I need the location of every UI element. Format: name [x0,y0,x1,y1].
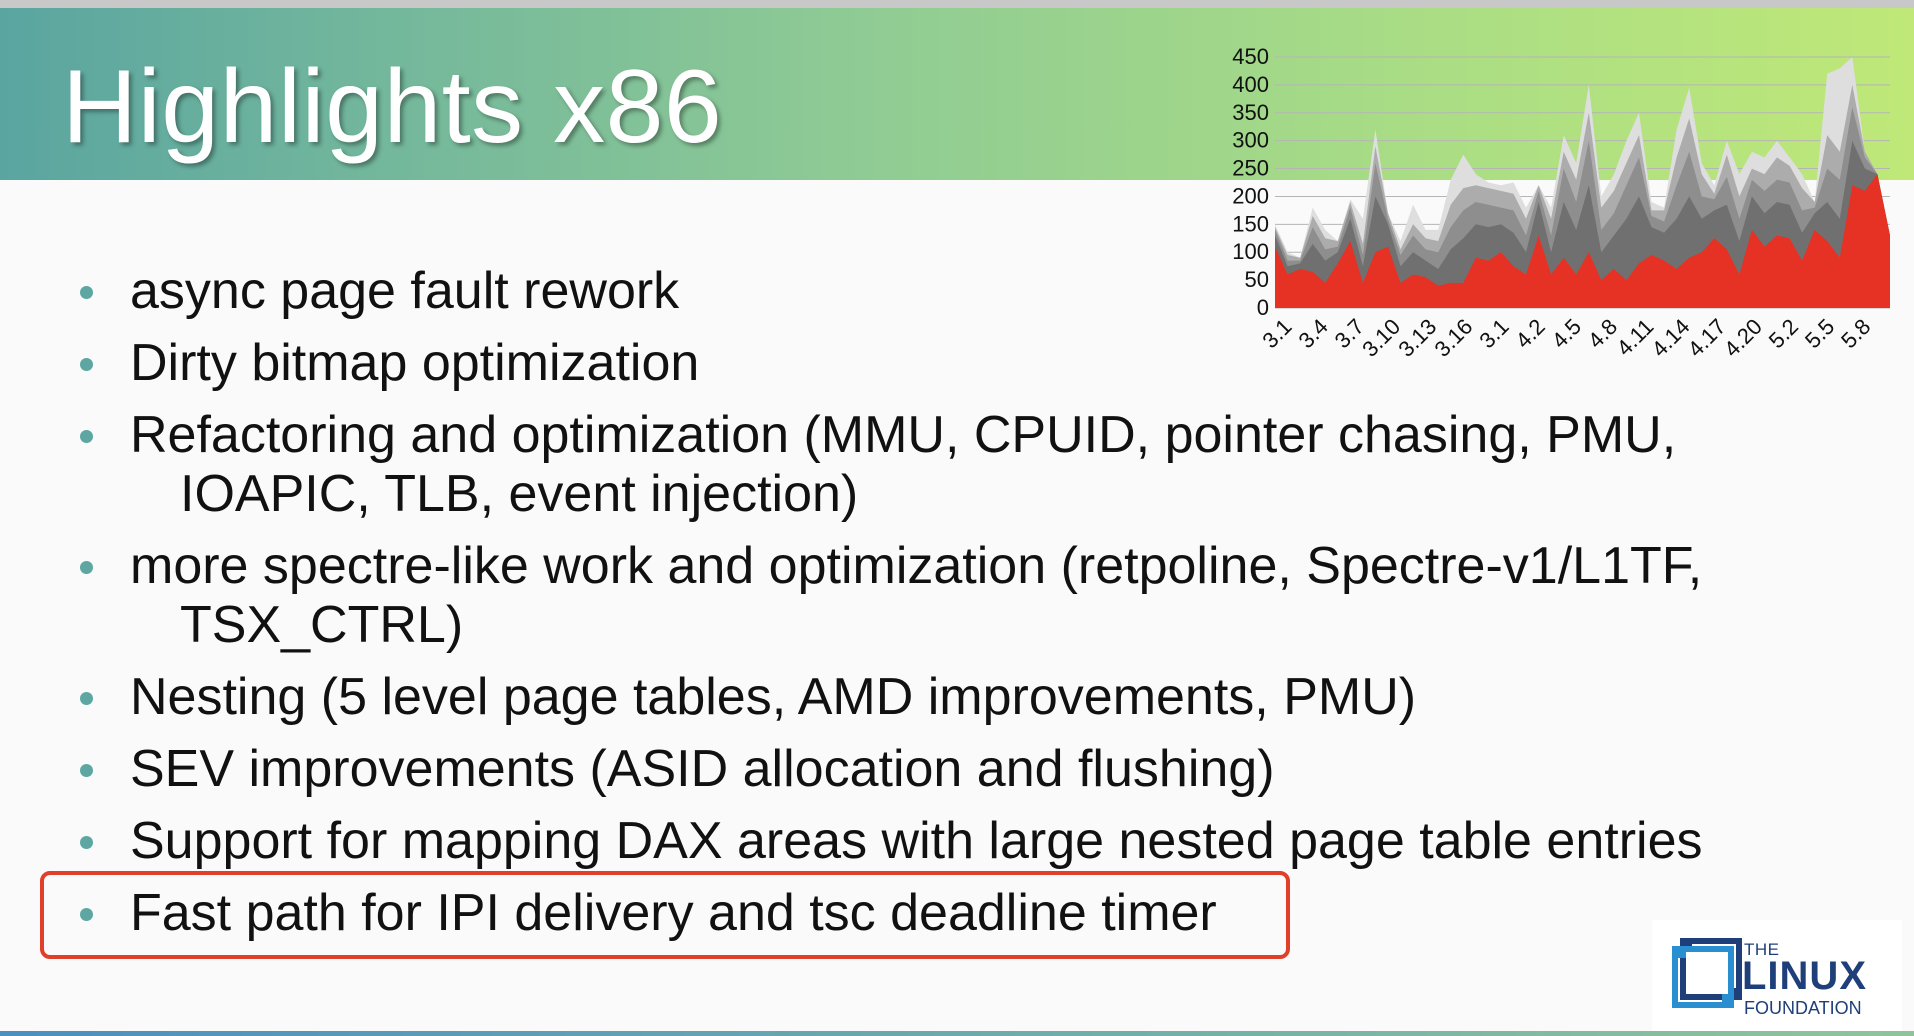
bullet-dot-icon [80,286,93,299]
chart-svg: 0501001502002503003504004503.13.43.73.10… [1232,44,1890,362]
linux-foundation-mark-icon [1672,938,1742,1008]
bullet-dot-icon [80,430,93,443]
bullet-text: Fast path for IPI delivery and tsc deadl… [130,884,1217,942]
title-banner: Highlights x86 [0,8,1914,180]
y-tick-label: 0 [1257,295,1269,320]
bullet-item: SEV improvements (ASID allocation and fl… [70,740,1770,799]
bullet-text: Support for mapping DAX areas with large… [130,812,1703,870]
y-tick-label: 200 [1232,183,1269,208]
y-tick-label: 400 [1232,72,1269,97]
logo-line-1: THE [1744,940,1780,959]
bullet-text: Dirty bitmap optimization [130,334,700,392]
bullet-item: Nesting (5 level page tables, AMD improv… [70,668,1770,727]
x-tick-label: 5.5 [1800,314,1839,353]
bullet-text: async page fault rework [130,262,680,320]
highlight-box [40,871,1290,959]
bullet-dot-icon [80,908,93,921]
bullet-item: Refactoring and optimization (MMU, CPUID… [70,406,1770,524]
bullet-dot-icon [80,836,93,849]
bullet-text-continuation: IOAPIC, TLB, event injection) [180,465,859,523]
y-tick-label: 300 [1232,128,1269,153]
area-layer-2 [1275,140,1890,308]
bullet-item-highlighted: Fast path for IPI delivery and tsc deadl… [70,884,1770,943]
bullet-text: Refactoring and optimization (MMU, CPUID… [130,406,1677,464]
bottom-border [0,1031,1914,1036]
bullet-text: SEV improvements (ASID allocation and fl… [130,740,1275,798]
x-tick-label: 5.8 [1836,314,1875,353]
bullet-dot-icon [80,561,93,574]
y-tick-label: 450 [1232,44,1269,69]
bullet-item: Dirty bitmap optimization [70,334,1770,393]
bullet-dot-icon [80,764,93,777]
bullet-text: more spectre-like work and optimization … [130,537,1703,595]
bullet-text-continuation: TSX_CTRL) [180,596,464,654]
linux-foundation-logo: THE LINUX FOUNDATION [1652,920,1902,1032]
top-border [0,0,1914,8]
logo-line-3: FOUNDATION [1744,998,1862,1018]
y-tick-label: 150 [1232,211,1269,236]
bullet-dot-icon [80,358,93,371]
area-layer-red [1275,174,1890,308]
y-tick-label: 250 [1232,156,1269,181]
bullet-item: async page fault rework [70,262,1770,321]
y-tick-label: 50 [1245,267,1269,292]
bullet-item: Support for mapping DAX areas with large… [70,812,1770,871]
bullet-item: more spectre-like work and optimization … [70,537,1770,655]
bullet-dot-icon [80,692,93,705]
slide-title: Highlights x86 [62,49,723,165]
y-tick-label: 350 [1232,100,1269,125]
logo-line-2: LINUX [1742,954,1867,998]
y-tick-label: 100 [1232,239,1269,264]
bullet-text: Nesting (5 level page tables, AMD improv… [130,668,1417,726]
